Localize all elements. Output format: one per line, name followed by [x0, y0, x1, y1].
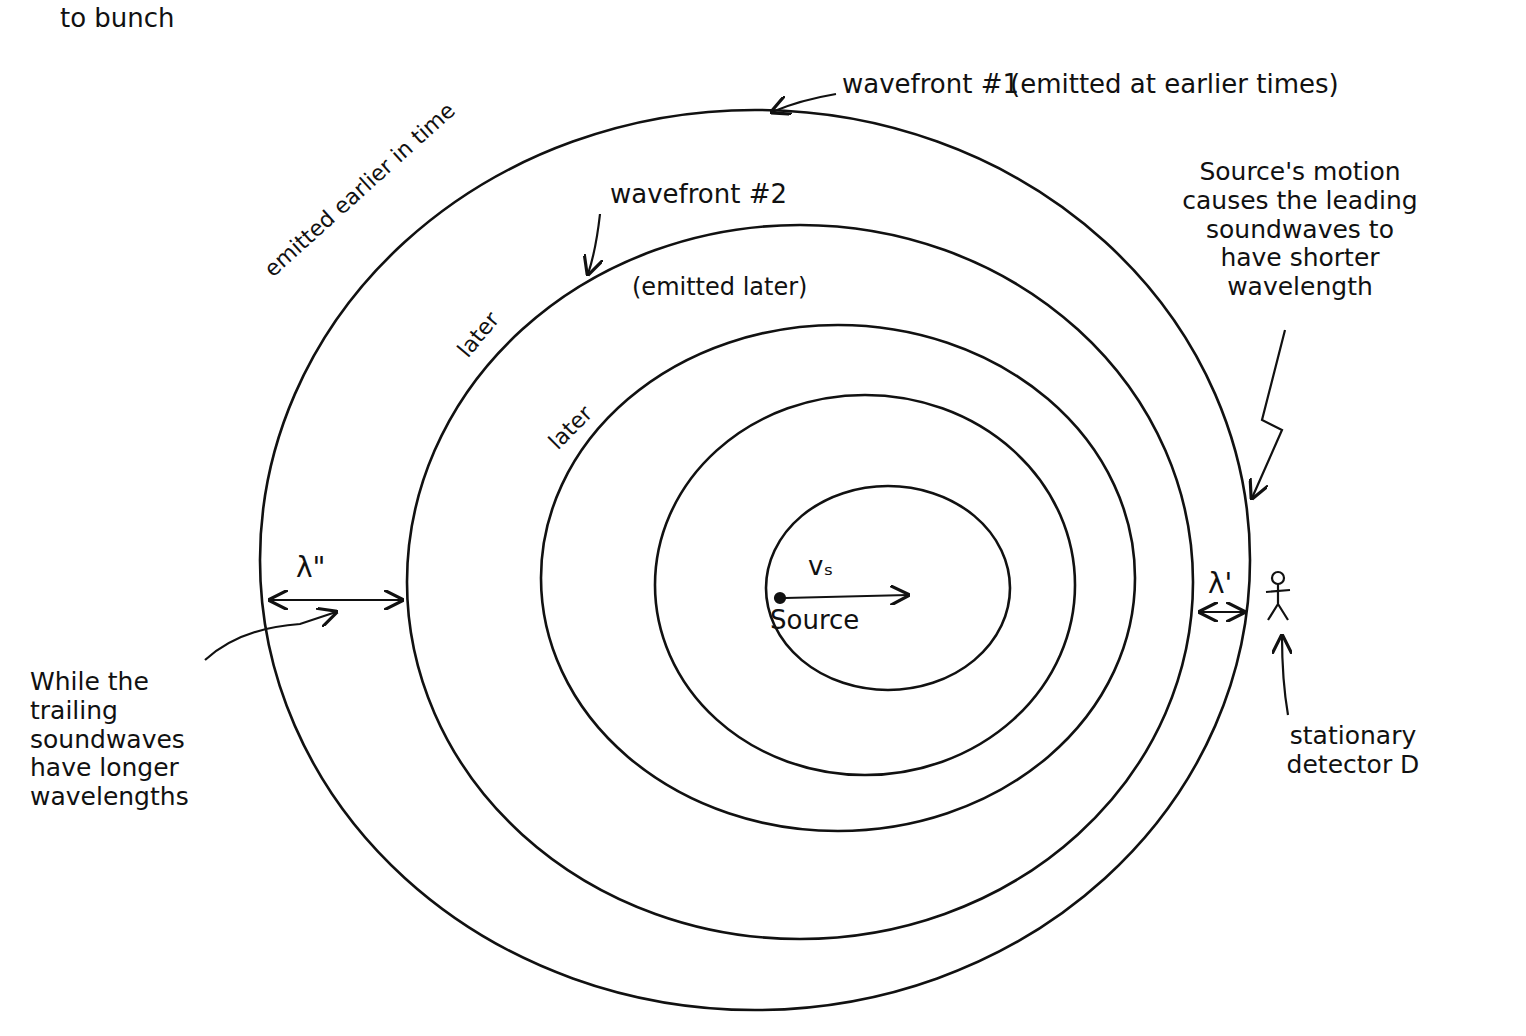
lambda-double-arrow: [270, 599, 402, 601]
wavefront-note: (emitted at earlier times): [1010, 70, 1339, 100]
source-dot: [775, 593, 785, 603]
detector-leader: [1282, 636, 1288, 715]
wavefront-note: (emitted later): [632, 274, 807, 302]
wavelength-symbol: λ": [296, 552, 325, 584]
detector-figure: [1266, 572, 1290, 620]
wavefront-1: [260, 110, 1250, 1010]
wavefront2-leader: [588, 214, 600, 274]
source-label: Source: [770, 606, 859, 636]
callout-note: Source's motion causes the leading sound…: [1180, 158, 1420, 302]
arc-note: later: [543, 401, 597, 455]
callout-note: While the trailing soundwaves have longe…: [30, 668, 230, 812]
wavefront-2: [407, 225, 1193, 939]
lambda-prime-arrow: [1200, 611, 1244, 613]
velocity-symbol: vₛ: [808, 552, 833, 582]
velocity-arrow: [785, 595, 908, 598]
trailing-leader: [205, 612, 336, 660]
wavefront1-leader: [772, 94, 836, 112]
wavelength-symbol: λ': [1208, 568, 1232, 600]
arc-note: emitted earlier in time: [260, 98, 461, 282]
leading-leader: [1252, 330, 1285, 498]
note-fragment: to bunch: [60, 4, 175, 34]
wavefront-label: wavefront #1: [842, 70, 1019, 100]
wavefront-3: [541, 325, 1135, 831]
wavefront-5: [766, 486, 1010, 690]
wavefront-label: wavefront #2: [610, 180, 787, 210]
callout-note: stationary detector D: [1268, 722, 1438, 780]
wavefront-4: [655, 395, 1075, 775]
